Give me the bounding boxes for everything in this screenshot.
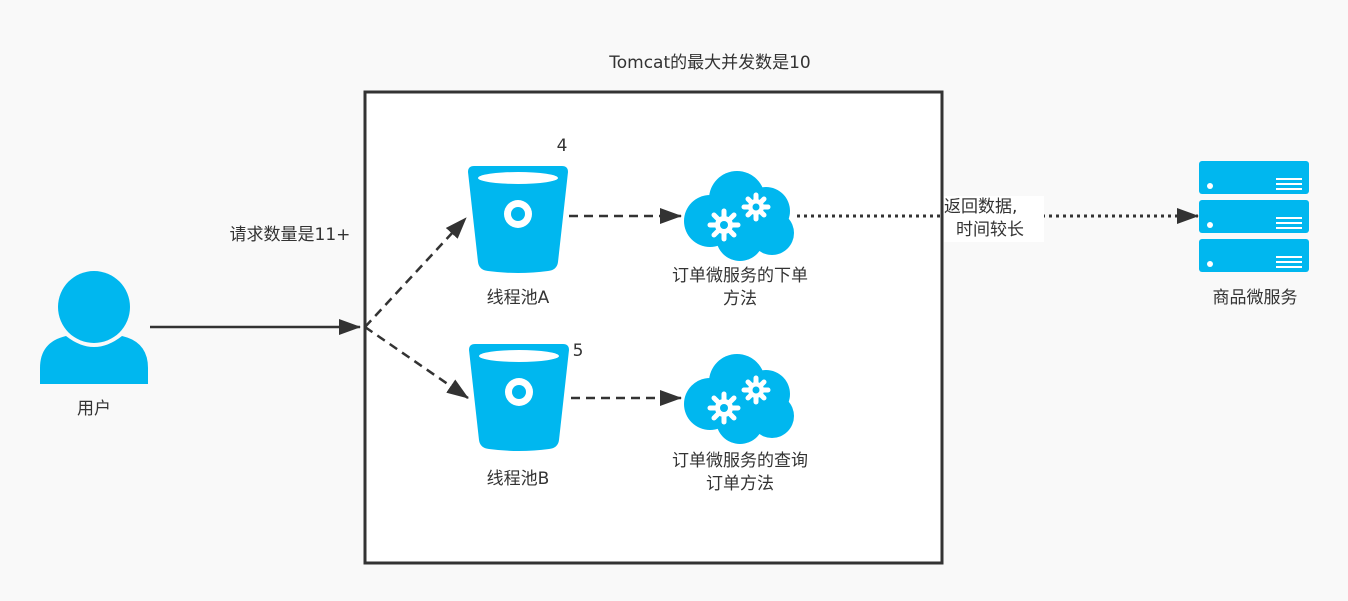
request-count-label: 请求数量是11+ [229, 225, 351, 245]
query-service-label-line1: 订单微服务的查询 [672, 451, 808, 471]
query-service-label: 订单微服务的查询 订单方法 [640, 450, 840, 496]
cloud-gear-icon [684, 354, 794, 444]
return-data-label-line2: 时间较长 [956, 220, 1024, 240]
tomcat-container [363, 90, 944, 565]
product-service-label: 商品微服务 [1212, 288, 1298, 308]
user-icon [40, 271, 148, 384]
pool-b-count: 5 [572, 341, 584, 361]
order-service-label: 订单微服务的下单 方法 [640, 265, 840, 311]
pool-b-label: 线程池B [486, 469, 550, 489]
cloud-gear-icon [684, 171, 794, 261]
tomcat-title: Tomcat的最大并发数是10 [609, 53, 811, 73]
order-service-label-line1: 订单微服务的下单 [672, 266, 808, 286]
server-stack-icon [1199, 161, 1309, 272]
return-data-label-line1: 返回数据, [944, 197, 1018, 217]
bucket-icon [468, 166, 568, 273]
user-label: 用户 [77, 399, 111, 419]
arrow-to-pool-b [364, 325, 469, 400]
return-data-label: 返回数据, 时间较长 [944, 196, 1044, 242]
query-service-label-line2: 订单方法 [706, 474, 774, 494]
bucket-icon [469, 344, 569, 451]
arrow-to-pool-a [364, 217, 467, 328]
pool-a-label: 线程池A [486, 288, 550, 308]
pool-a-count: 4 [556, 136, 568, 156]
order-service-label-line2: 方法 [723, 289, 757, 309]
